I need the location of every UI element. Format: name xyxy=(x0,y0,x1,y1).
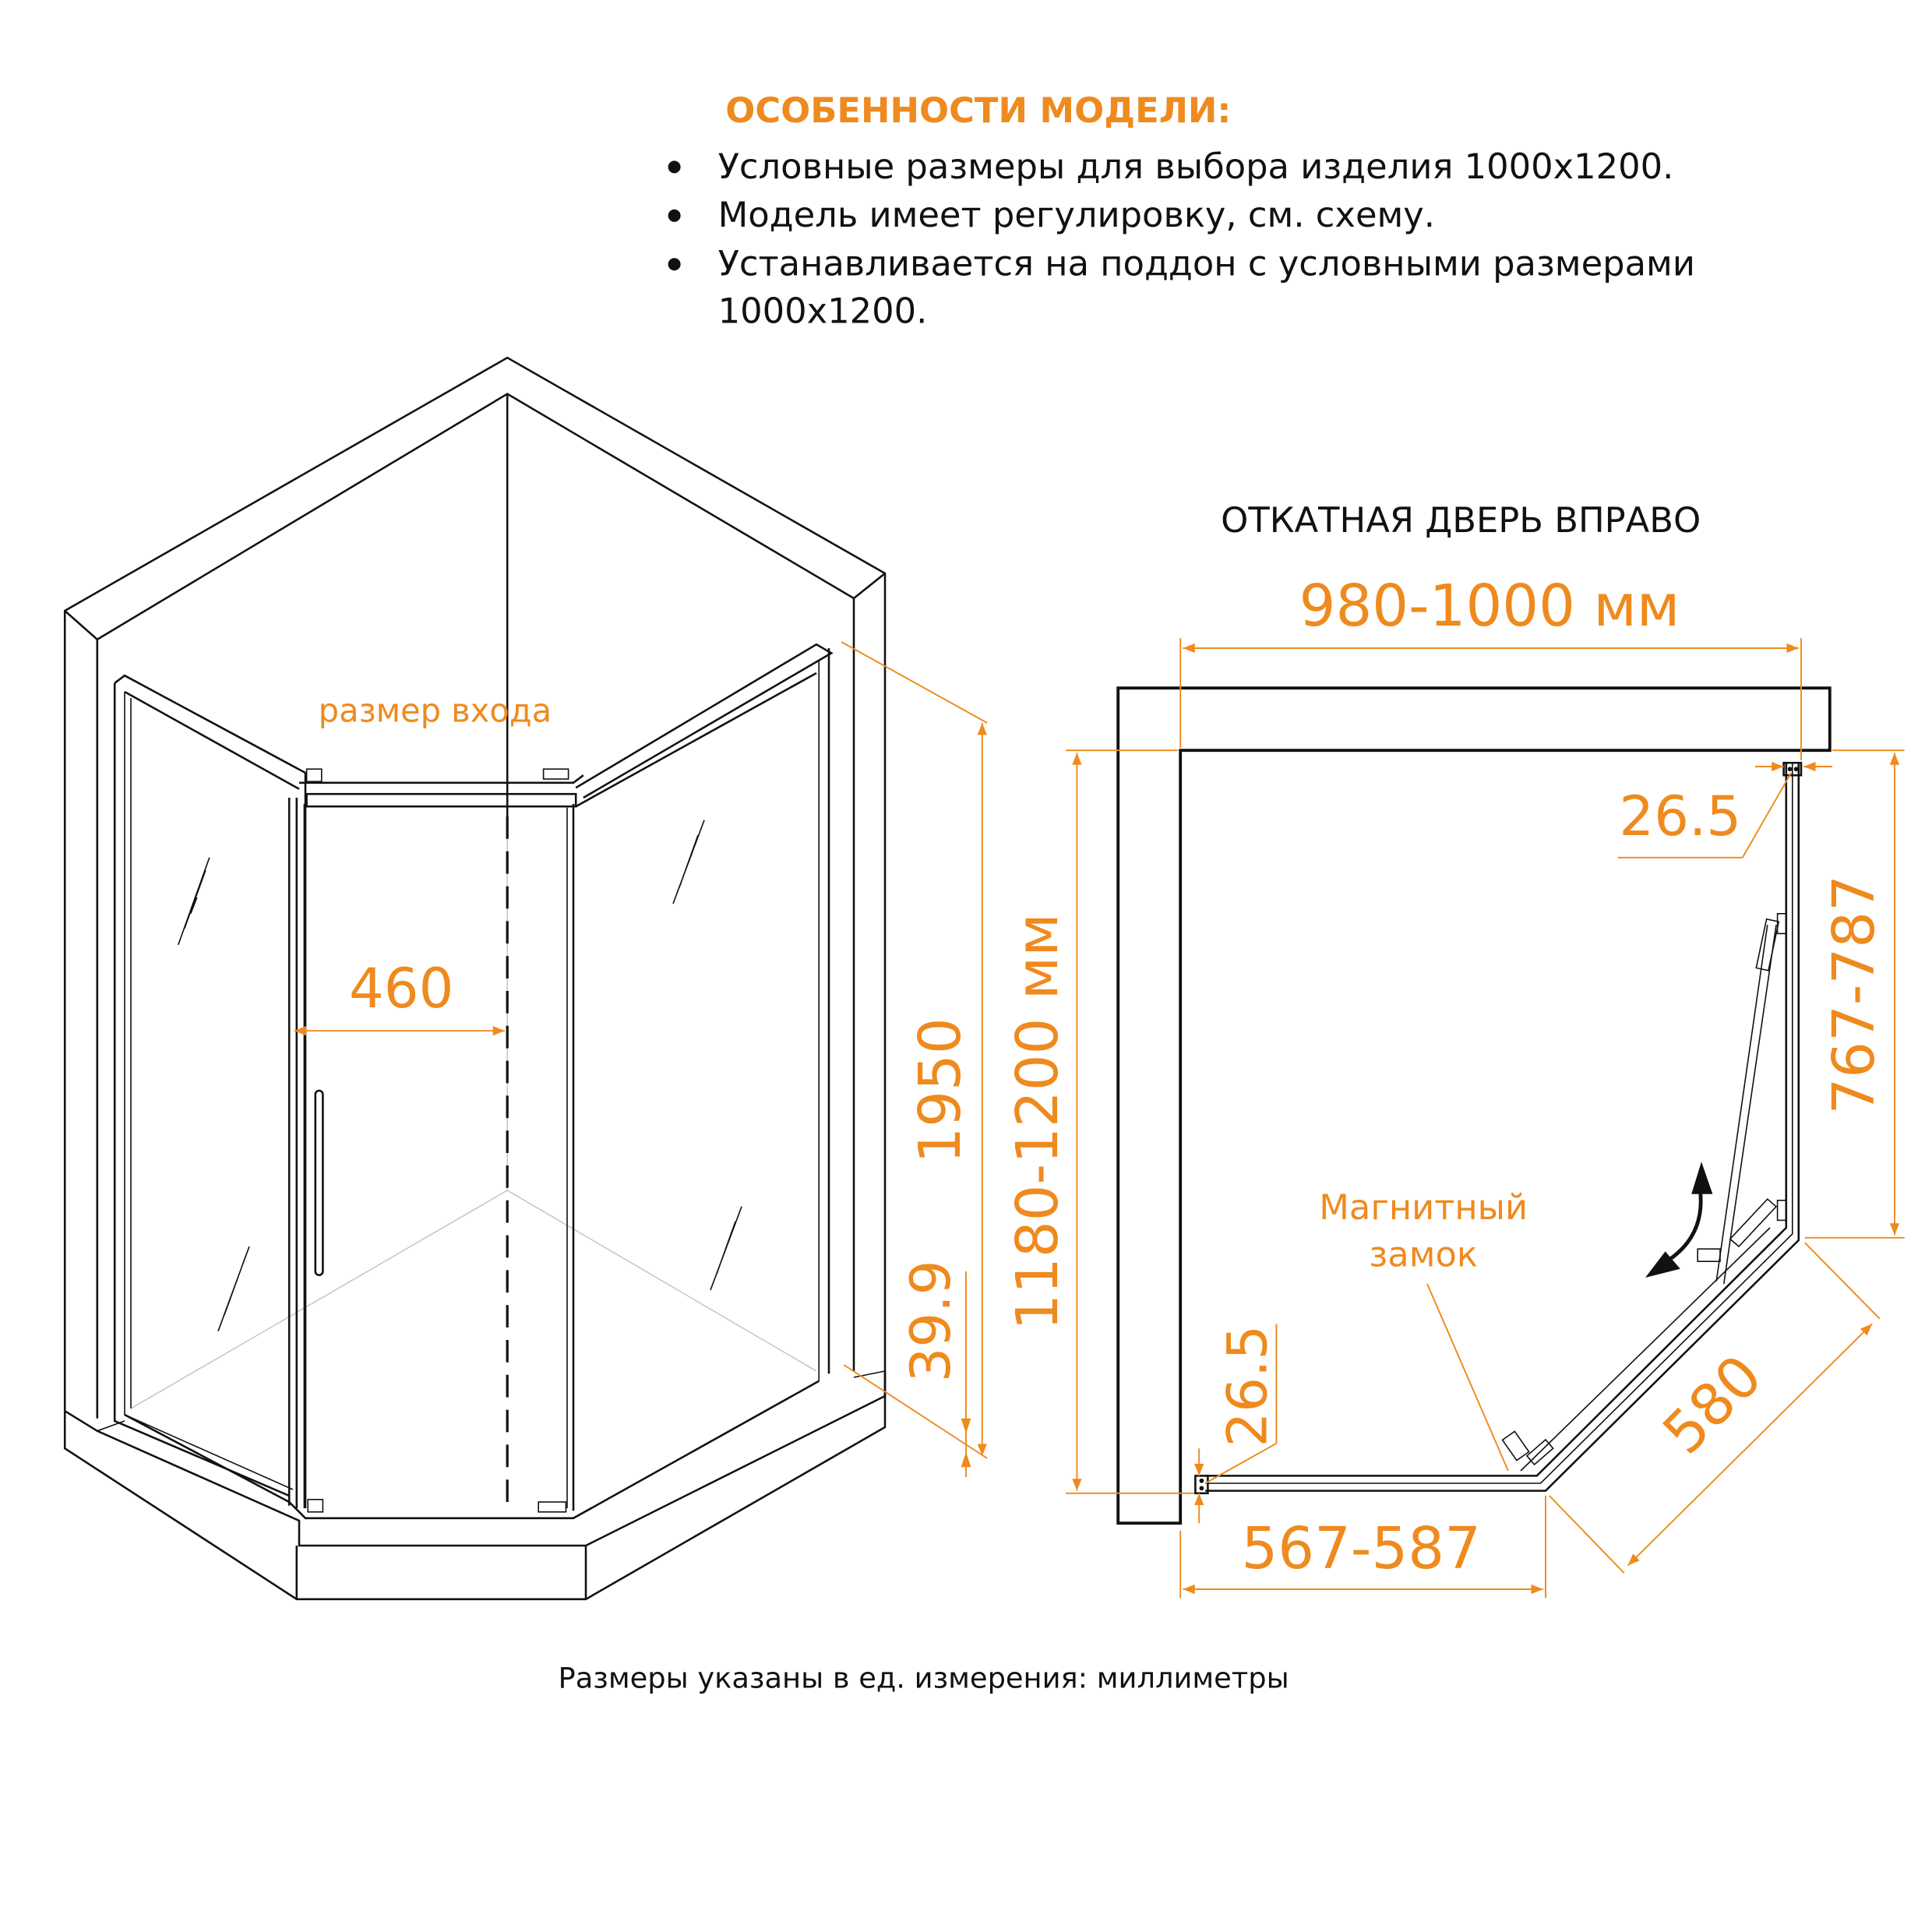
feature-item-2: Модель имеет регулировку, см. схему. xyxy=(718,194,1435,235)
diagonal-value: 580 xyxy=(1651,1343,1775,1467)
bullet-icon xyxy=(668,258,681,271)
diagonal-extension-top xyxy=(1804,1242,1881,1320)
perspective-view: размер входа 460 1950 39.9 xyxy=(63,356,988,1601)
glass-reflection-icon xyxy=(672,820,705,904)
roller-right-icon xyxy=(542,768,569,780)
floor-line-right xyxy=(506,1190,817,1372)
left-panel-outer xyxy=(113,682,290,1497)
front-header-bar xyxy=(305,792,577,808)
lock-leader-line xyxy=(1426,1283,1509,1472)
side-value: 767-787 xyxy=(1821,875,1888,1115)
left-panel-top-rail xyxy=(114,674,307,1508)
hinge-bracket-icon xyxy=(1776,913,1787,935)
entrance-size-label: размер входа xyxy=(319,691,552,729)
profile-top-leader xyxy=(1617,772,1793,858)
swing-arc xyxy=(1669,1190,1703,1260)
screw-icon xyxy=(1793,767,1799,772)
wall-top-thickness xyxy=(64,393,886,641)
front-value: 567-587 xyxy=(1241,1516,1481,1582)
tray-front-edges xyxy=(295,1546,587,1599)
left-panel-inner-rail xyxy=(124,690,300,790)
floor-line-left xyxy=(130,1190,508,1409)
height-extension-bottom xyxy=(843,1364,988,1459)
glass-reflection-icon xyxy=(710,1206,742,1291)
swing-arrow-up-icon xyxy=(1691,1162,1713,1194)
glass-reflection-icon xyxy=(178,857,210,946)
roller-left-icon xyxy=(305,768,323,782)
profile-left-value: 26.5 xyxy=(1216,1325,1280,1447)
bullet-icon xyxy=(668,209,681,222)
tray-corners xyxy=(97,1370,886,1432)
depth-value: 1180-1200 мм xyxy=(1005,913,1071,1331)
lock-label-line2: замок xyxy=(1369,1234,1478,1275)
bottom-roller-left-icon xyxy=(307,1499,324,1513)
hinge-bracket-icon xyxy=(1776,1200,1787,1222)
door-hinge-bottom-icon xyxy=(1729,1198,1778,1248)
lock-label-line1: Магнитный xyxy=(1319,1186,1528,1228)
plan-walls xyxy=(1116,686,1832,1525)
features-block: ОСОБЕННОСТИ МОДЕЛИ: Условные размеры для… xyxy=(668,90,1695,331)
door-hinge-top-icon xyxy=(1755,918,1780,971)
swing-arrow-down-icon xyxy=(1645,1251,1680,1278)
door-open-position xyxy=(1715,925,1777,1285)
feature-item-3: Устанавливается на поддон с условными ра… xyxy=(718,243,1695,284)
tray-offset-arrows xyxy=(961,1418,971,1468)
bottom-roller-right-icon xyxy=(538,1501,567,1513)
width-value: 980-1000 мм xyxy=(1299,573,1680,640)
door-handle-icon xyxy=(314,1089,324,1277)
profile-left-leader xyxy=(1204,1324,1278,1484)
plan-view: ОТКАТНАЯ ДВЕРЬ ВПРАВО 980-1000 мм 1180-1… xyxy=(1005,499,1905,1599)
feature-item-3-cont: 1000х1200. xyxy=(718,290,928,331)
glass-reflection-icon xyxy=(217,1246,250,1332)
left-panel-frame xyxy=(124,692,294,1490)
feature-item-1: Условные размеры для выбора изделия 1000… xyxy=(718,146,1674,187)
enclosure-inner-profile xyxy=(1205,763,1788,1477)
diagonal-extension-bottom xyxy=(1549,1495,1625,1574)
front-top-rail xyxy=(299,774,584,784)
tray-top xyxy=(64,1371,887,1547)
tray-offset-value: 39.9 xyxy=(899,1260,963,1383)
right-panel-inner-rail xyxy=(575,672,817,808)
top-wall-bracket-icon xyxy=(1782,761,1803,777)
wall-outer-outline xyxy=(63,356,887,1412)
door-stop-icon xyxy=(1697,1248,1721,1262)
screw-icon xyxy=(1199,1486,1204,1491)
right-panel-top-rail xyxy=(575,643,834,799)
screw-icon xyxy=(1199,1478,1204,1483)
bullet-icon xyxy=(668,160,681,174)
screw-icon xyxy=(1787,767,1793,772)
lock-bracket-icon xyxy=(1501,1430,1530,1461)
units-note: Размеры указаны в ед. измерения: миллиме… xyxy=(559,1661,1289,1694)
diagonal-dimension xyxy=(1627,1323,1873,1567)
entrance-width-value: 460 xyxy=(349,957,453,1021)
features-title: ОСОБЕННОСТИ МОДЕЛИ: xyxy=(725,90,1231,131)
profile-top-value: 26.5 xyxy=(1619,784,1741,848)
plan-title: ОТКАТНАЯ ДВЕРЬ ВПРАВО xyxy=(1221,499,1701,541)
magnetic-lock-icon xyxy=(1525,1438,1554,1466)
bottom-rail xyxy=(124,1380,820,1520)
height-extension-top xyxy=(841,641,988,724)
tray-body xyxy=(63,1396,887,1601)
height-value: 1950 xyxy=(908,1017,974,1163)
